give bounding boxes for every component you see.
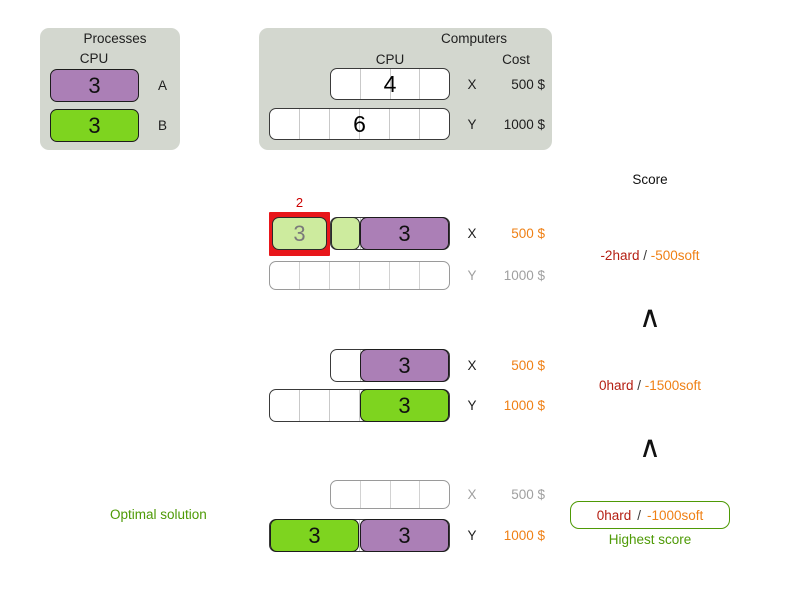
solution-2-computer-x-id: X: [467, 358, 477, 373]
solution-1-computer-y-id: Y: [467, 268, 477, 283]
highest-score-label: Highest score: [608, 532, 692, 547]
computer-x-cost: 500 $: [511, 77, 545, 92]
computer-x-cpu-value: 4: [383, 70, 397, 97]
score-soft: -1500soft: [644, 378, 702, 393]
capacity-cells: [331, 69, 449, 99]
solution-2-computer-x-cost: 500 $: [511, 358, 545, 373]
process-id-a: A: [158, 78, 168, 93]
solution-2-computer-y-id: Y: [467, 398, 477, 413]
process-block-b[interactable]: 3: [50, 109, 139, 142]
solution-1-x-process-a-tail[interactable]: [331, 217, 360, 250]
solution-1-computer-y-bar[interactable]: [269, 261, 450, 290]
solution-3-computer-y-id: Y: [467, 528, 477, 543]
computer-y-id: Y: [467, 117, 477, 132]
solution-1-overflow-amount: 2: [295, 195, 304, 210]
solution-2-x-process-a[interactable]: 3: [360, 349, 449, 382]
score-hard: 0hard: [596, 507, 632, 523]
computer-y-cost: 1000 $: [503, 117, 545, 132]
score-soft: -500soft: [650, 248, 700, 263]
computers-cpu-header: CPU: [375, 52, 405, 67]
computer-y-cpu-value: 6: [353, 110, 366, 137]
solution-3-y-process-b[interactable]: 3: [270, 519, 359, 552]
computers-cost-header: Cost: [502, 52, 530, 67]
solution-1-computer-y-cost: 1000 $: [503, 268, 545, 283]
solution-3-score-box: 0hard / -1000soft: [570, 501, 730, 529]
solution-3-y-process-a[interactable]: 3: [360, 519, 449, 552]
process-id-b: B: [158, 118, 168, 133]
processes-panel-title: Processes: [83, 31, 147, 46]
capacity-cells: [270, 262, 449, 289]
comparison-symbol-2: ∧: [639, 430, 661, 465]
computer-x-id: X: [467, 77, 477, 92]
processes-cpu-header: CPU: [79, 51, 109, 66]
score-separator: /: [643, 248, 647, 263]
solution-3-computer-x-cost: 500 $: [511, 487, 545, 502]
score-column-header: Score: [632, 172, 668, 187]
comparison-symbol-1: ∧: [639, 300, 661, 335]
score-hard: 0hard: [598, 378, 634, 393]
solution-1-score: -2hard / -500soft: [570, 249, 730, 263]
computer-x-capacity-bar[interactable]: 4: [330, 68, 450, 100]
score-hard: -2hard: [600, 248, 640, 263]
score-separator: /: [637, 507, 641, 523]
capacity-cells: [331, 481, 449, 508]
optimal-solution-label: Optimal solution: [110, 507, 207, 522]
score-separator: /: [637, 378, 641, 393]
score-soft: -1000soft: [647, 507, 704, 523]
solution-1-computer-x-id: X: [467, 226, 477, 241]
solution-1-computer-x-cost: 500 $: [511, 226, 545, 241]
solution-3-computer-y-cost: 1000 $: [503, 528, 545, 543]
solution-2-y-process-b[interactable]: 3: [360, 389, 449, 422]
process-block-a[interactable]: 3: [50, 69, 139, 102]
solution-2-computer-y-cost: 1000 $: [503, 398, 545, 413]
computers-panel-title: Computers: [440, 31, 508, 46]
solution-3-computer-x-id: X: [467, 487, 477, 502]
capacity-cells: [270, 109, 449, 139]
solution-2-score: 0hard / -1500soft: [570, 379, 730, 393]
solution-1-x-process-a[interactable]: 3: [272, 217, 327, 250]
computer-y-capacity-bar[interactable]: 6: [269, 108, 450, 140]
solution-1-x-process-b[interactable]: 3: [360, 217, 449, 250]
solution-3-computer-x-bar[interactable]: [330, 480, 450, 509]
